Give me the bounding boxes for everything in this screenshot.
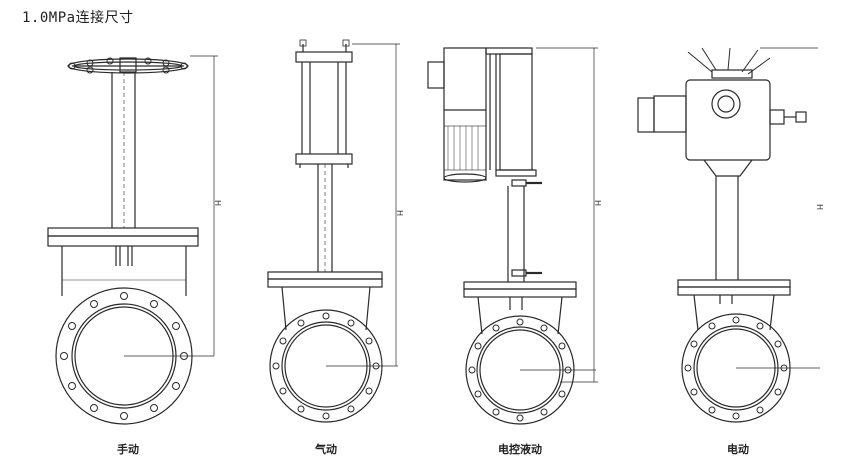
electro-hydraulic-valve-drawing: [427, 47, 598, 425]
motor-pump-icon: [443, 47, 487, 181]
caption-pneumatic: 气动: [315, 443, 337, 456]
dimension-h-label: H: [593, 200, 602, 207]
caption-electric: 电动: [727, 443, 749, 456]
page-title: 1.0MPa连接尺寸: [22, 10, 134, 26]
air-cylinder-icon: [295, 51, 353, 63]
electric-actuator-icon: [685, 79, 771, 161]
dimension-h-label: H: [213, 200, 222, 207]
caption-manual: 手动: [117, 443, 139, 456]
caption-electro-hydraulic: 电控液动: [498, 443, 542, 456]
pneumatic-valve-drawing: [267, 39, 400, 423]
dimension-h-label: H: [395, 210, 404, 217]
electric-valve-drawing: [637, 47, 820, 423]
manual-valve-drawing: [47, 55, 218, 425]
dimension-h-label: H: [815, 204, 824, 211]
handwheel-icon: [67, 58, 189, 74]
